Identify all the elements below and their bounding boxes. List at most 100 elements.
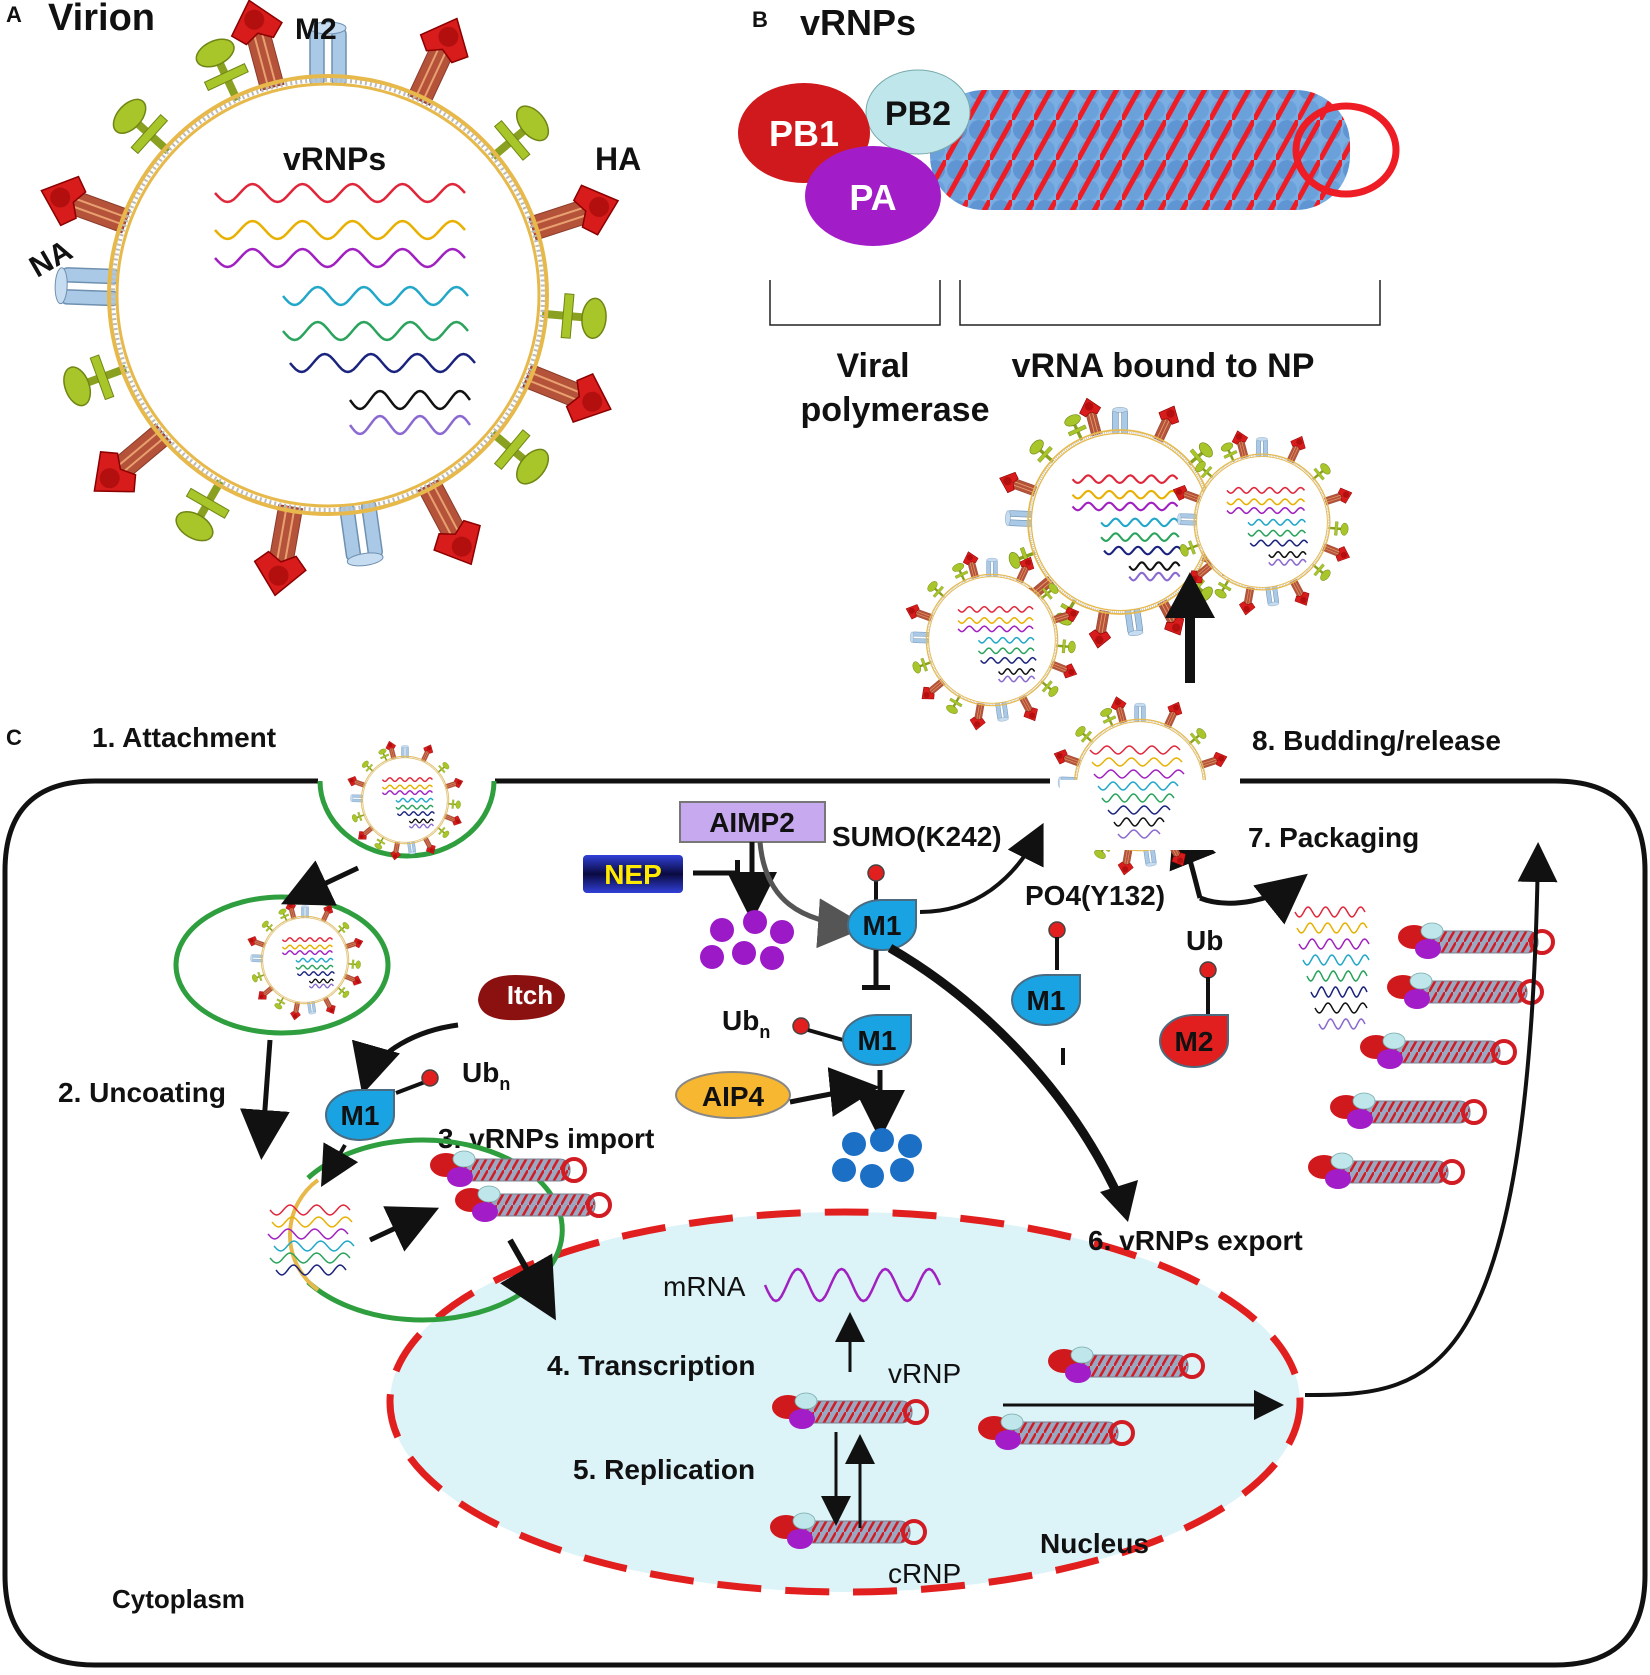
vrna-segment xyxy=(957,625,1034,633)
endocytosed-virion-rna xyxy=(381,777,435,829)
step-3-vrnps-import: 3. vRNPs import xyxy=(438,1123,654,1154)
vrna-segment xyxy=(1071,501,1179,512)
na-spike xyxy=(1214,579,1232,599)
endocytosed-virion-rna xyxy=(281,937,335,989)
protein-label: M1 xyxy=(863,910,902,941)
virion-vrnps-label: vRNPs xyxy=(283,141,386,177)
arrow-endocytosis xyxy=(280,860,360,906)
vrna-segment xyxy=(282,285,469,307)
vrnp-loop xyxy=(1109,1420,1135,1446)
ha-spike xyxy=(1018,695,1038,722)
packaging-rna-strands xyxy=(1294,906,1370,1030)
vrnp-complex xyxy=(978,1413,1135,1450)
ha-spike xyxy=(390,841,401,861)
na-spike xyxy=(1056,639,1076,654)
po4-dot xyxy=(1048,921,1066,939)
degradation-products-blue xyxy=(832,1128,922,1188)
polymerase-label-line1: Viral xyxy=(836,347,909,385)
arrow-packaging-right xyxy=(1199,873,1308,925)
vrna-segment xyxy=(381,777,433,783)
degradation-dot xyxy=(760,946,784,970)
vrna-segment xyxy=(1091,757,1183,767)
vrnp-pa xyxy=(789,1409,815,1429)
vrna-segment xyxy=(1310,986,1368,998)
m2-ubiquitinated: M2 xyxy=(1158,1014,1229,1069)
protein-label: M1 xyxy=(341,1100,380,1131)
vrna-segment xyxy=(997,668,1036,675)
ha-spike xyxy=(290,1001,301,1021)
vrnp-complex xyxy=(770,1512,927,1549)
ha-spike xyxy=(385,740,397,760)
na-spike xyxy=(1195,461,1214,479)
vrna-segment xyxy=(295,957,334,963)
arrow-to-membrane xyxy=(1304,842,1558,1397)
vrna-segment xyxy=(1268,550,1307,559)
vrnp-pa xyxy=(1415,939,1441,959)
ub-dot-m2 xyxy=(1199,961,1217,979)
ha-spike xyxy=(1286,435,1306,464)
ha-spike xyxy=(962,551,979,579)
na-spike xyxy=(261,920,274,932)
m1-protein: M1 xyxy=(846,899,917,952)
vrna-segment xyxy=(214,182,466,204)
vrna-bracket xyxy=(959,280,1381,326)
ha-spike xyxy=(40,175,131,234)
ha-spike xyxy=(1163,701,1183,729)
na-spike xyxy=(274,996,286,1010)
vrna-segment xyxy=(348,414,472,436)
ha-spike xyxy=(1200,751,1228,769)
vrna-bound-label: vRNA bound to NP xyxy=(1012,347,1315,385)
vrnp-complex xyxy=(1048,1346,1205,1383)
pb1-label: PB1 xyxy=(769,113,839,154)
degradation-dot xyxy=(710,918,734,942)
vrnp-pa xyxy=(1377,1049,1403,1069)
arrow-nuclear-import xyxy=(500,1238,556,1321)
vrna-segment xyxy=(1093,769,1185,779)
m2-channel xyxy=(301,905,309,919)
vrna-segment xyxy=(1100,532,1180,542)
vrna-segment xyxy=(957,617,1034,624)
m2-channel xyxy=(1177,513,1198,526)
m1-phosphorylated: M1 xyxy=(1010,974,1081,1027)
na-spike xyxy=(1220,442,1238,463)
vrnp-loop xyxy=(901,1519,927,1545)
attachment-pit xyxy=(317,780,497,859)
vrnp-pb2 xyxy=(794,1392,818,1410)
degradation-products-purple xyxy=(700,910,794,970)
vrna-segment xyxy=(395,804,434,810)
vrna-segment xyxy=(381,790,433,796)
vrna-segment xyxy=(308,978,334,984)
aip4-oval: AIP4 xyxy=(675,1071,791,1119)
ha-spike xyxy=(322,996,336,1015)
vrna-segment xyxy=(977,636,1035,644)
na-spike xyxy=(1040,680,1059,697)
vrna-segment xyxy=(1097,781,1179,791)
ha-spike xyxy=(407,17,469,106)
panel-a-title: Virion xyxy=(48,0,155,39)
degradation-dot xyxy=(700,945,724,969)
pa-label: PA xyxy=(849,177,896,218)
vrna-segment xyxy=(282,320,469,342)
vrnp-helix xyxy=(1009,1421,1119,1445)
ha-spike xyxy=(258,985,274,1000)
ha-spike xyxy=(345,937,364,950)
polymerase-bracket xyxy=(769,280,941,326)
vrnp-pb2 xyxy=(1420,922,1444,940)
ub-label-m2: Ub xyxy=(1186,925,1223,956)
na-spike xyxy=(1029,439,1055,463)
vrna-segment xyxy=(1318,1018,1366,1030)
ha-spike xyxy=(1110,696,1127,724)
vrnp-pb2 xyxy=(1382,1032,1406,1050)
ha-spike xyxy=(1289,578,1310,606)
panel-b-vrnp: B vRNPs PB2 PB1 PA Viral polymerase vRNA… xyxy=(738,2,1400,731)
budding-rna xyxy=(1089,745,1185,839)
m1-inhibition-bar xyxy=(862,985,890,990)
vrnp-loop xyxy=(1439,1159,1465,1185)
na-spike xyxy=(490,429,550,485)
vrnp-pa xyxy=(1347,1109,1373,1129)
released-virion-rna xyxy=(1071,474,1183,582)
step-2-uncoating: 2. Uncoating xyxy=(58,1077,226,1108)
na-spike xyxy=(1100,708,1117,728)
vrna-segment xyxy=(289,352,476,374)
vrnp-pb2 xyxy=(792,1512,816,1530)
